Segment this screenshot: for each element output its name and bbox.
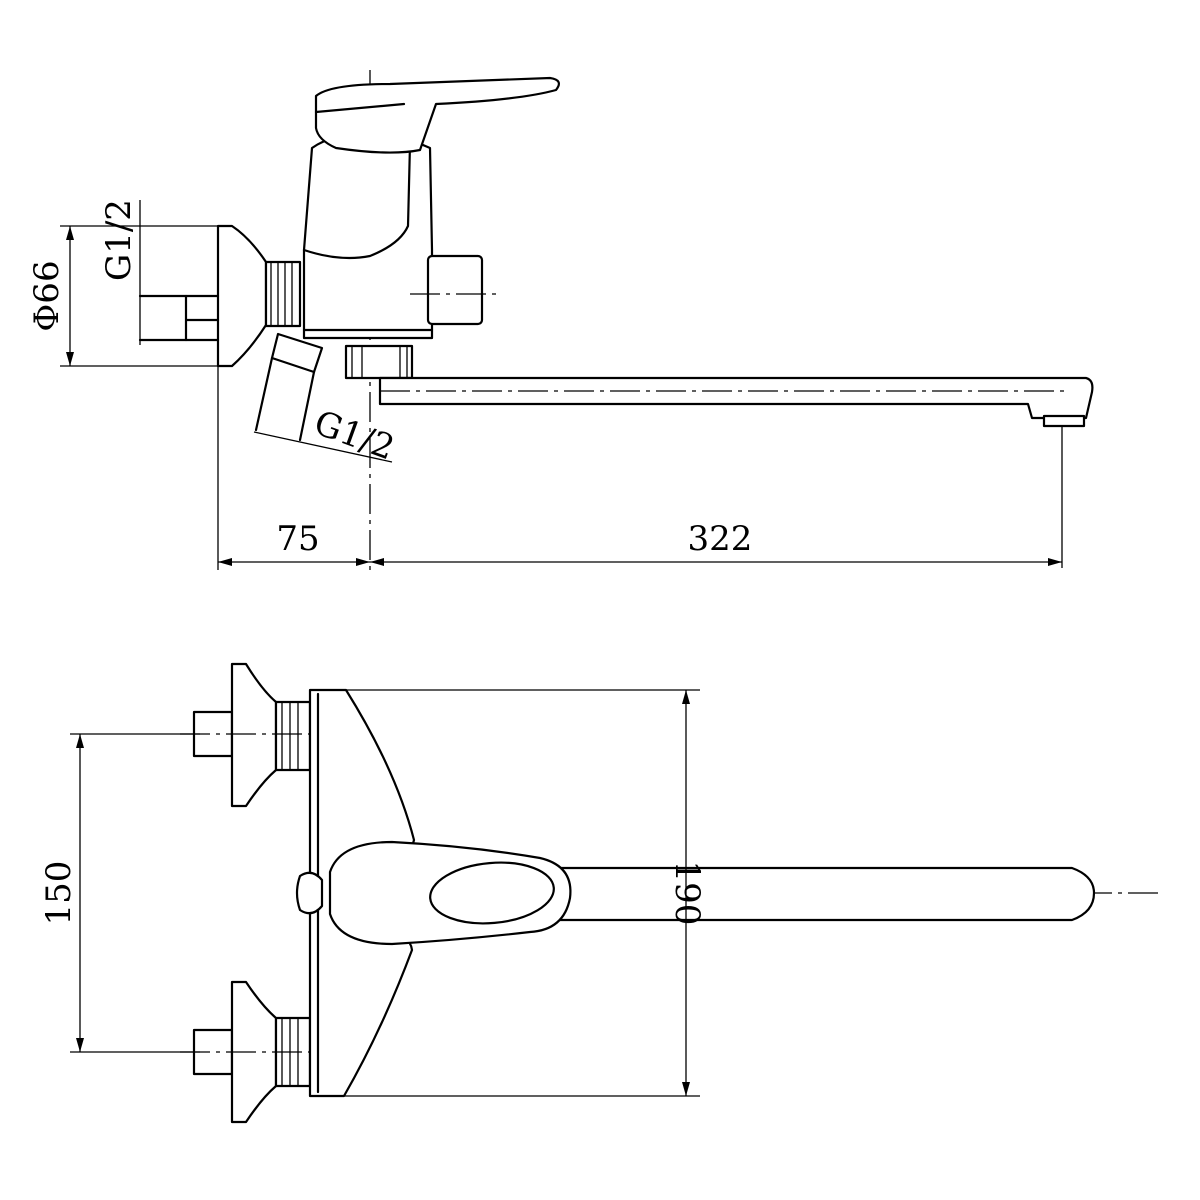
lever-handle (314, 76, 560, 154)
spout-nut (344, 344, 414, 380)
dim-horizontal: 75 322 (218, 519, 1062, 566)
diverter-button (426, 254, 484, 326)
dim-wall-offset-label: 75 (276, 519, 319, 559)
dim-flange-diameter: Φ66 (27, 225, 218, 367)
dim-spout-reach-label: 322 (688, 519, 753, 559)
lower-inlet (180, 980, 320, 1124)
spout-nut-threads (351, 346, 408, 378)
upper-inlet (180, 662, 320, 808)
lever-grip-hole (429, 861, 555, 925)
angled-connector (270, 332, 324, 374)
mixer-body (302, 132, 434, 340)
dim-inlet-spacing: 150 (39, 733, 200, 1053)
top-view: 150 190 (39, 662, 1160, 1124)
dim-flange-diameter-label: Φ66 (27, 260, 67, 331)
dim-inlet-thread-top-label: G1/2 (99, 199, 139, 281)
lever-detail (314, 102, 406, 114)
spout-top (518, 866, 1096, 922)
wall-flange (216, 224, 268, 368)
dim-inlet-thread-angled-label: G1/2 (309, 403, 400, 469)
dim-body-height-label: 190 (667, 861, 707, 926)
side-view: Φ66 G1/2 G1/2 75 322 (27, 70, 1094, 575)
inlet-nut-threads (270, 262, 293, 326)
aerator (1042, 414, 1086, 428)
inlet-nut (264, 260, 302, 328)
angled-dim-line (253, 431, 393, 463)
dim-body-height: 190 (344, 689, 707, 1097)
knob-cap (295, 871, 324, 915)
dim-inlet-spacing-label: 150 (39, 861, 79, 926)
body-contour (302, 142, 412, 260)
inlet-stub-inner (184, 294, 220, 342)
inlet-stub (138, 294, 220, 342)
dim-inlet-thread-top: G1/2 (99, 199, 141, 345)
spout (378, 376, 1094, 420)
angled-connector-legs (254, 356, 316, 442)
